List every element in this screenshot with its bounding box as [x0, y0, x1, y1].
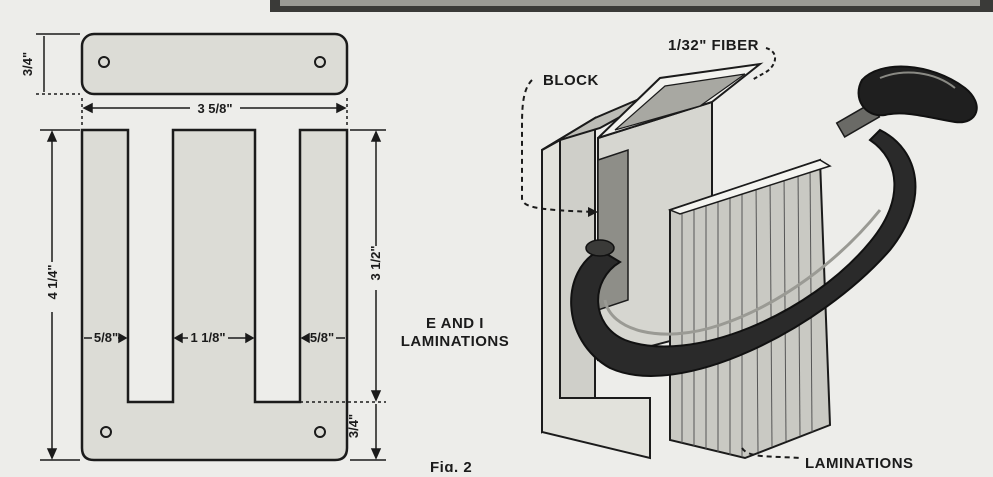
e-lamination	[80, 128, 349, 462]
clamp-wing-nut	[857, 65, 978, 124]
laminations-title-line2: LAMINATIONS	[401, 333, 510, 350]
fiber-label: 1/32" FIBER	[668, 37, 759, 54]
dimension-lines	[36, 33, 386, 461]
block-inner-slot	[597, 148, 629, 312]
clamp-frame-highlight	[603, 209, 882, 336]
assembly-illustration	[541, 62, 978, 460]
dim-i-width: 3 5/8"	[197, 101, 232, 116]
dim-outer-leg-right: 5/8"	[310, 330, 334, 345]
fiber-leader	[751, 47, 776, 81]
e-lamination-hole-left	[100, 426, 112, 438]
clamp-pad	[585, 239, 615, 257]
figure-caption: Fig. 2	[430, 459, 472, 472]
e-lamination-hole-right	[314, 426, 326, 438]
clamp-wing-nut-highlight	[879, 71, 956, 89]
dim-slot-height: 3 1/2"	[368, 245, 383, 280]
dim-i-height: 3/4"	[20, 52, 35, 76]
i-lamination	[80, 32, 349, 96]
block-leader-arrow	[588, 207, 598, 217]
dim-outer-leg-left: 5/8"	[94, 330, 118, 345]
laminations-top	[667, 159, 832, 215]
laminations-leader	[741, 447, 801, 459]
dim-overall-height: 4 1/4"	[45, 264, 60, 299]
dim-bottom-bar: 3/4"	[346, 414, 361, 438]
block-leader	[521, 79, 597, 213]
fiber-tube-inner	[614, 73, 746, 131]
clamp-frame	[570, 128, 917, 377]
photo-edge-light	[280, 0, 980, 6]
laminations-label: LAMINATIONS	[805, 455, 914, 472]
i-lamination-hole-right	[314, 56, 326, 68]
laminations-title-line1: E AND I	[426, 315, 484, 332]
block-label: BLOCK	[543, 72, 599, 89]
dim-center-leg: 1 1/8"	[190, 330, 225, 345]
i-lamination-hole-left	[98, 56, 110, 68]
